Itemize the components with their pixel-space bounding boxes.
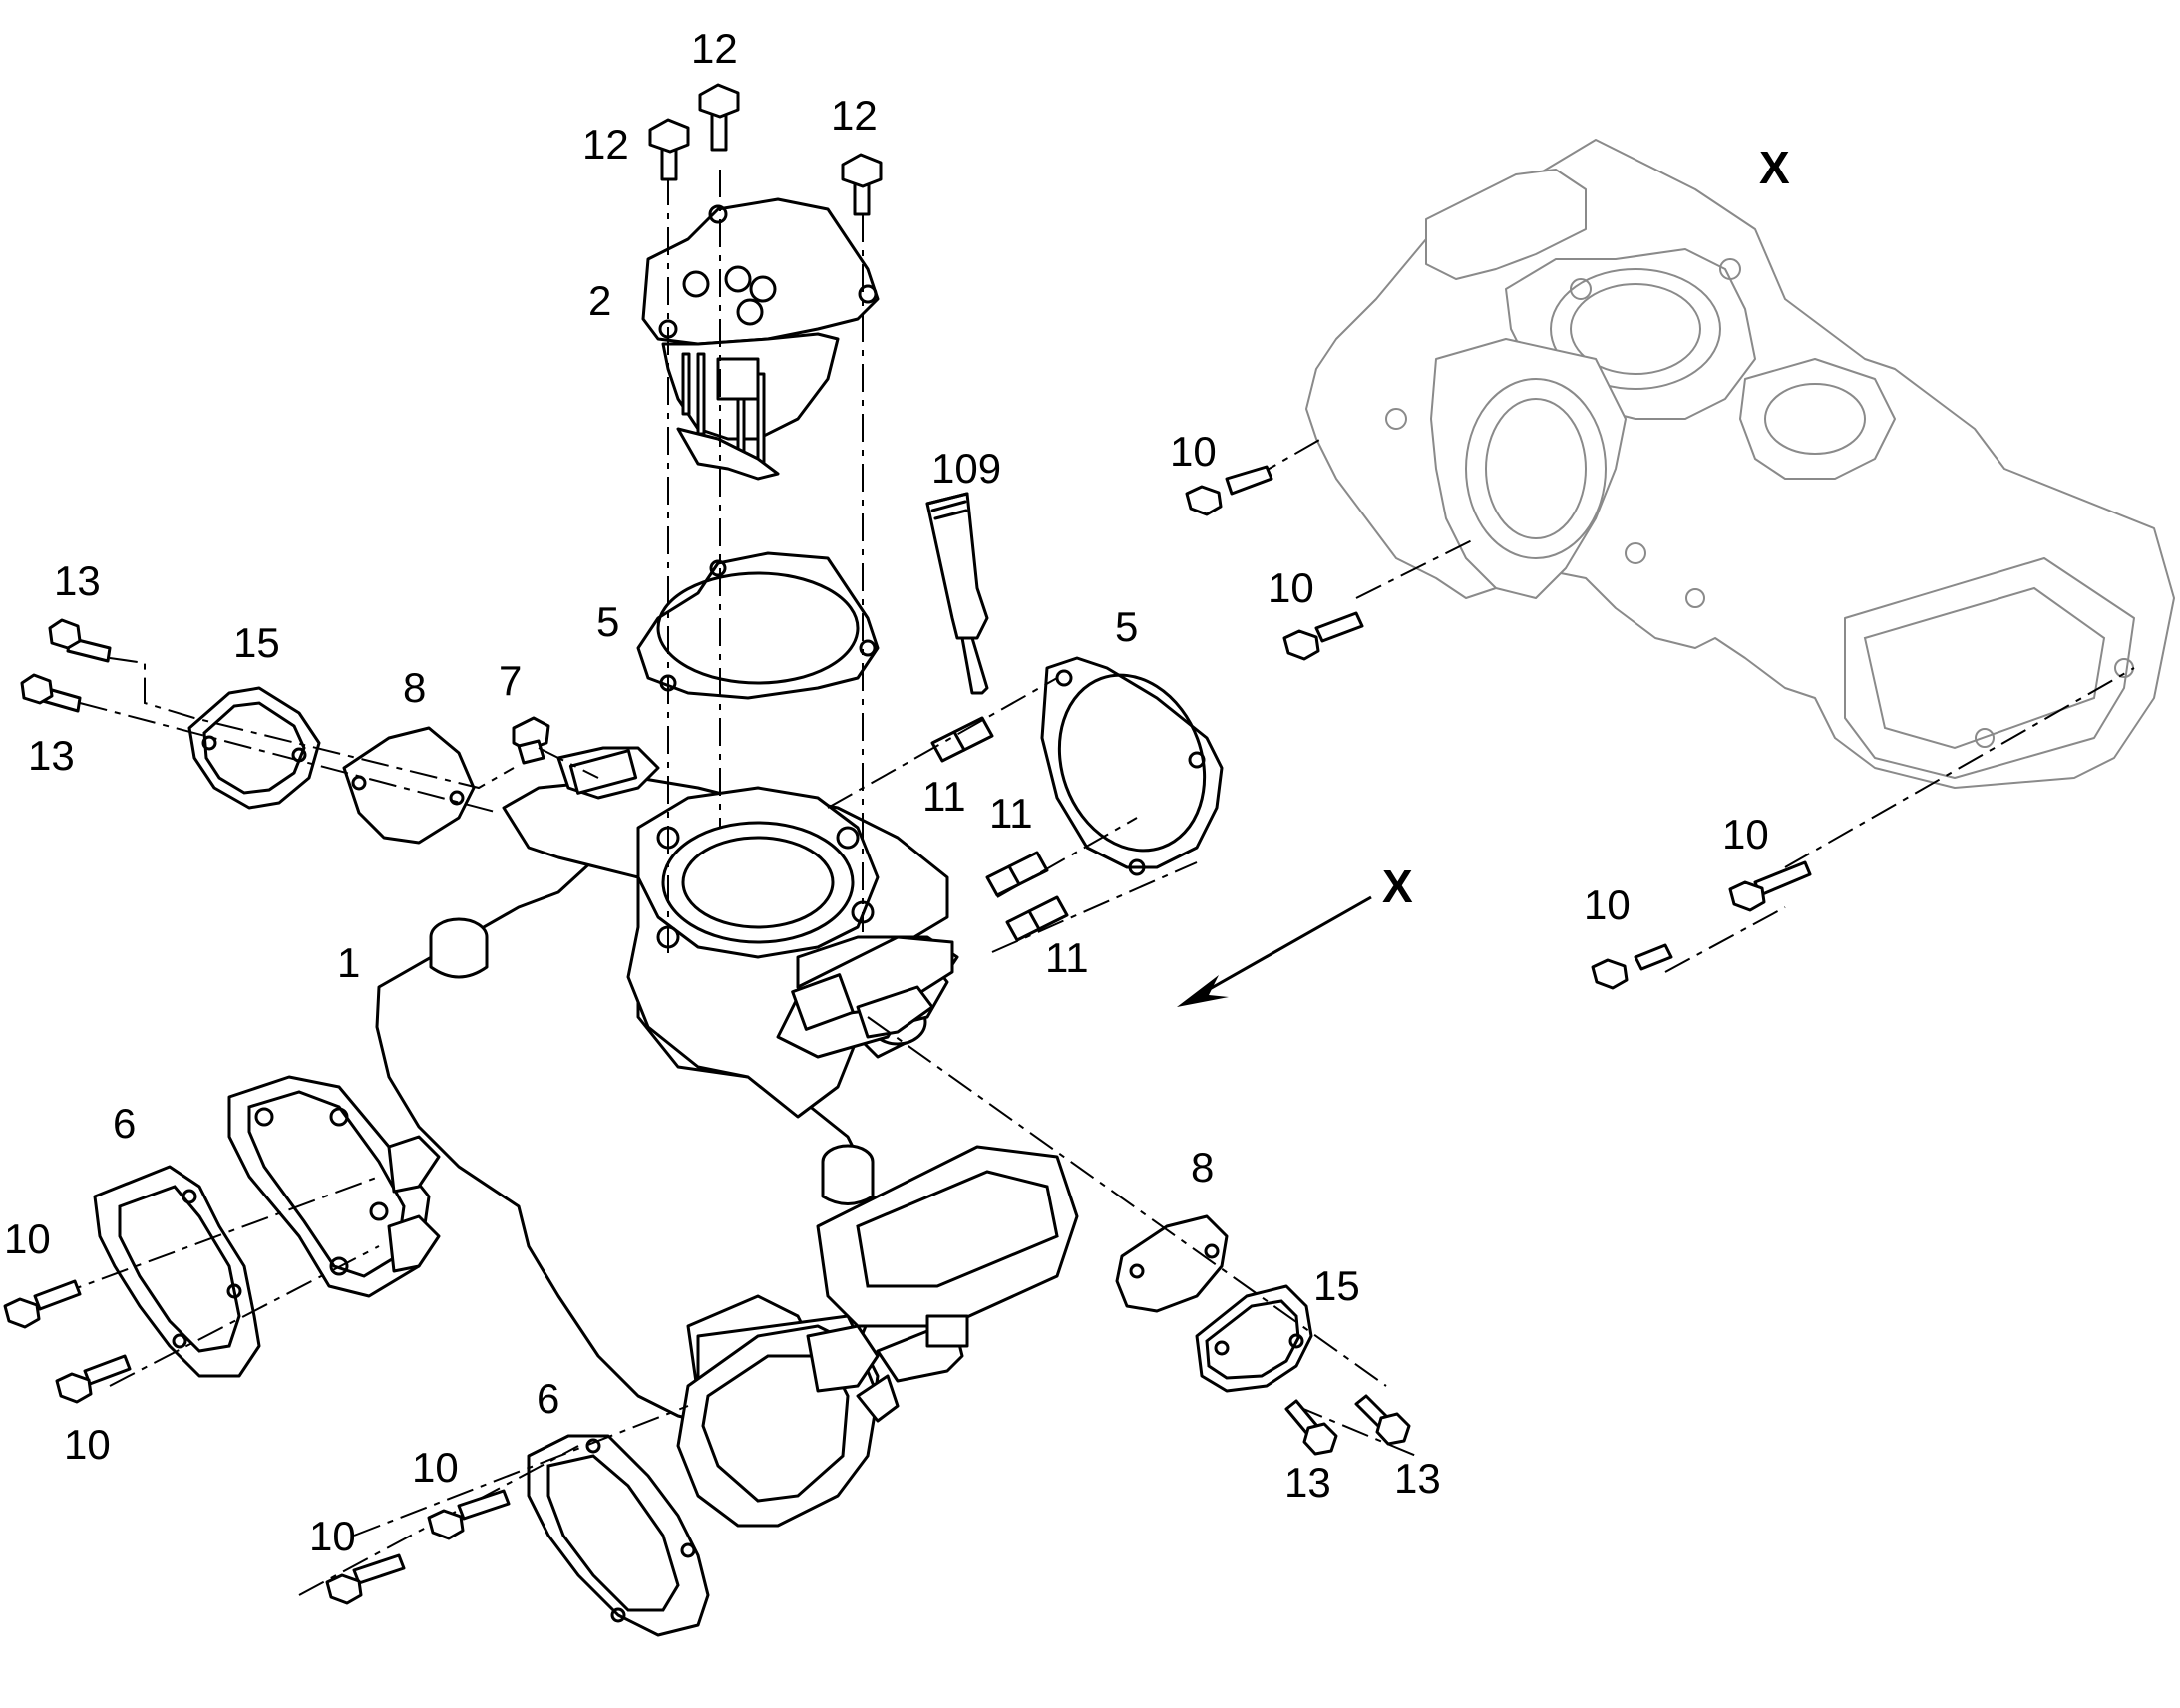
dowel-pin	[985, 851, 1049, 897]
callout-bolt-small: 13	[54, 557, 101, 604]
bolt-icon	[3, 1279, 82, 1329]
callout-bolt: 10	[4, 1215, 51, 1262]
bolt-icon	[1728, 860, 1812, 912]
bolt-icon	[1284, 1399, 1338, 1456]
callout-cover: 2	[588, 277, 611, 324]
bolt-icon	[1591, 943, 1673, 990]
cover-assembly	[641, 197, 880, 481]
callout-bolt: 10	[1722, 811, 1769, 857]
callout-bolt: 10	[64, 1421, 111, 1468]
callout-gasket-right: 5	[1115, 603, 1138, 650]
plate-left	[187, 686, 321, 810]
callout-bolt-small: 13	[1394, 1455, 1441, 1502]
bolt-icon	[1282, 611, 1364, 661]
callout-sealant: 109	[931, 445, 1001, 492]
callout-dowel: 11	[1045, 934, 1089, 981]
spacer-left	[342, 726, 476, 845]
callout-bolt: 10	[1170, 428, 1217, 475]
bolt-icon	[841, 153, 883, 216]
plate-right	[1195, 1284, 1313, 1393]
dowel-pin	[930, 716, 994, 763]
dowel-pin	[1005, 895, 1069, 942]
plug	[512, 716, 550, 765]
bolt-icon	[427, 1489, 511, 1540]
callout-dowel: 11	[989, 790, 1033, 837]
callout-plate-right: 15	[1313, 1262, 1360, 1309]
callout-bolt: 10	[1584, 881, 1631, 928]
gasket-right	[1040, 656, 1224, 876]
bolt-icon	[48, 618, 112, 663]
bolt-icon	[55, 1354, 132, 1404]
callout-spacer-left: 8	[403, 664, 426, 711]
bolt-icon	[1354, 1394, 1411, 1446]
bolt-icon	[698, 83, 740, 152]
callout-gasket-top: 5	[596, 598, 619, 645]
callout-bolt-small: 13	[1284, 1459, 1331, 1506]
sealant-tube	[925, 492, 989, 695]
callout-gasket-left: 6	[113, 1100, 136, 1147]
callout-bolt: 10	[412, 1444, 459, 1491]
callout-bolt-top: 12	[691, 25, 738, 72]
main-housing	[227, 746, 1079, 1528]
callout-dowel: 11	[922, 773, 966, 820]
bolt-icon	[20, 673, 82, 713]
bolt-icon	[1185, 465, 1273, 516]
view-arrow-label-x: X	[1382, 860, 1413, 912]
callout-bolt-small: 13	[28, 732, 75, 779]
bolt-icon	[325, 1553, 406, 1605]
callout-plate-left: 15	[233, 619, 280, 666]
gasket-bottom	[527, 1434, 710, 1637]
callout-gasket-bottom: 6	[537, 1375, 559, 1422]
callout-bolt-top: 12	[582, 121, 629, 168]
callout-bolt: 10	[309, 1513, 356, 1559]
callout-bolt-top: 12	[831, 92, 878, 139]
gasket-top	[636, 551, 880, 700]
bolt-icon	[648, 118, 690, 181]
callout-plug: 7	[499, 657, 522, 704]
callout-bolt: 10	[1268, 564, 1314, 611]
callout-housing: 1	[337, 939, 360, 986]
spacer-right	[1115, 1214, 1229, 1313]
view-x-housing	[1305, 139, 2175, 789]
view-label-x: X	[1759, 142, 1790, 193]
gasket-left	[93, 1165, 261, 1378]
callout-spacer-right: 8	[1191, 1144, 1214, 1191]
view-direction-arrow-icon	[1177, 895, 1372, 1007]
